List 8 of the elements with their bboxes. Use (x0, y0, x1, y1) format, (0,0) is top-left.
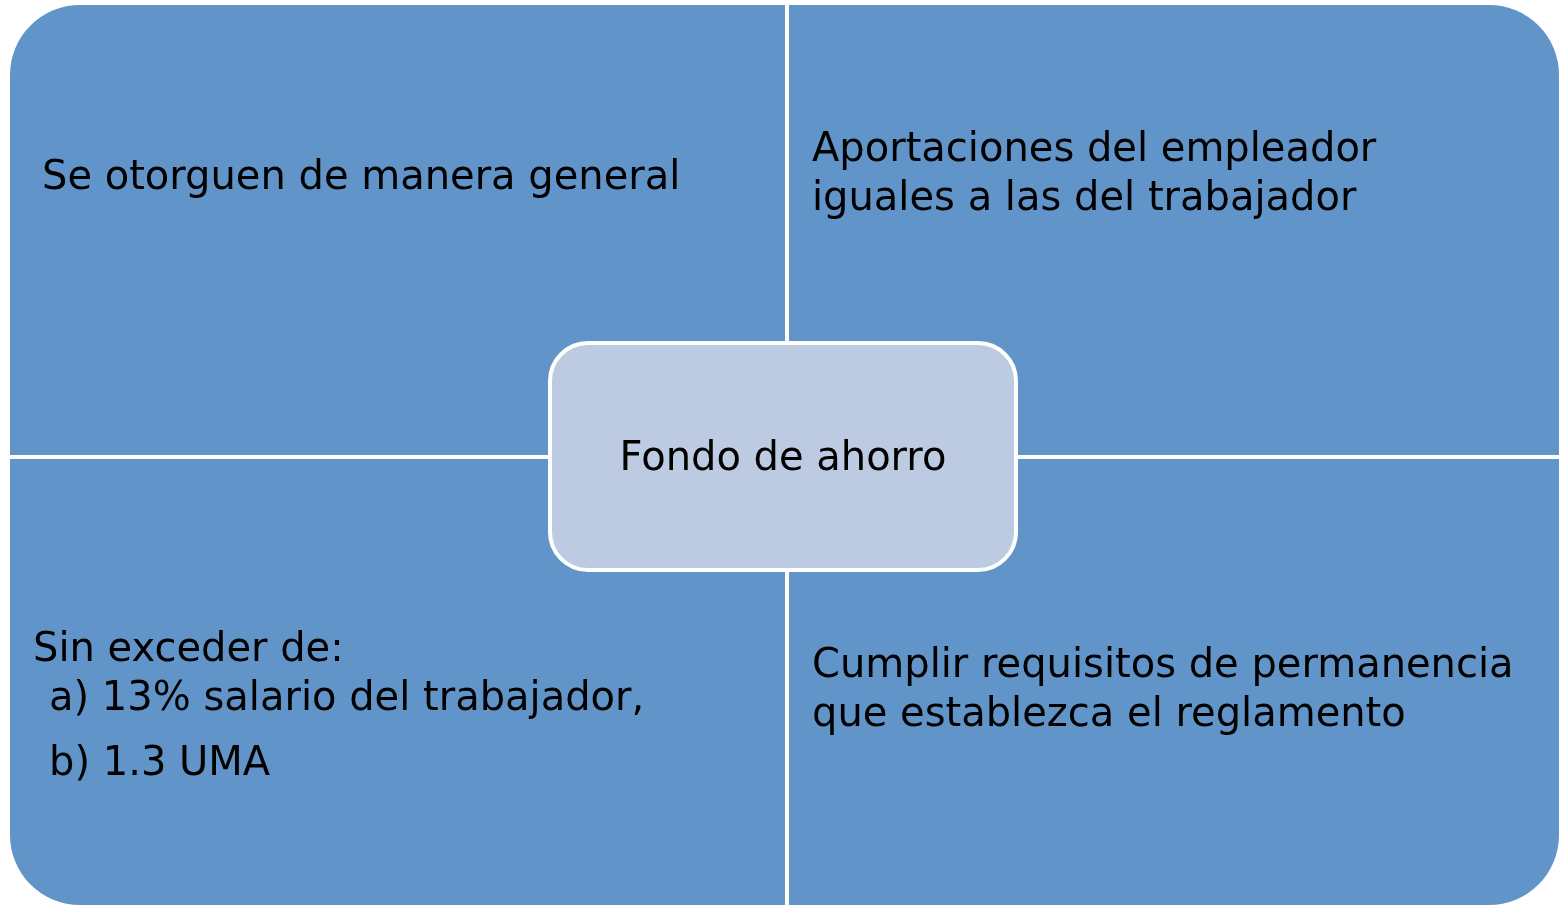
center-box (548, 341, 1018, 572)
node-text: Se otorguen de manera general (42, 151, 682, 200)
node-text: Cumplir requisitos de permanencia que establezca el reglamento (812, 639, 1515, 737)
node-text: Aportaciones del empleador iguales a las del trabajador (812, 123, 1378, 221)
node-text: Sin exceder de: (33, 623, 345, 672)
node-text: a) 13% salario del trabajador, (48, 672, 646, 721)
node-text: Fondo de ahorro (619, 432, 947, 481)
node-text: b) 1.3 UMA (48, 737, 272, 786)
